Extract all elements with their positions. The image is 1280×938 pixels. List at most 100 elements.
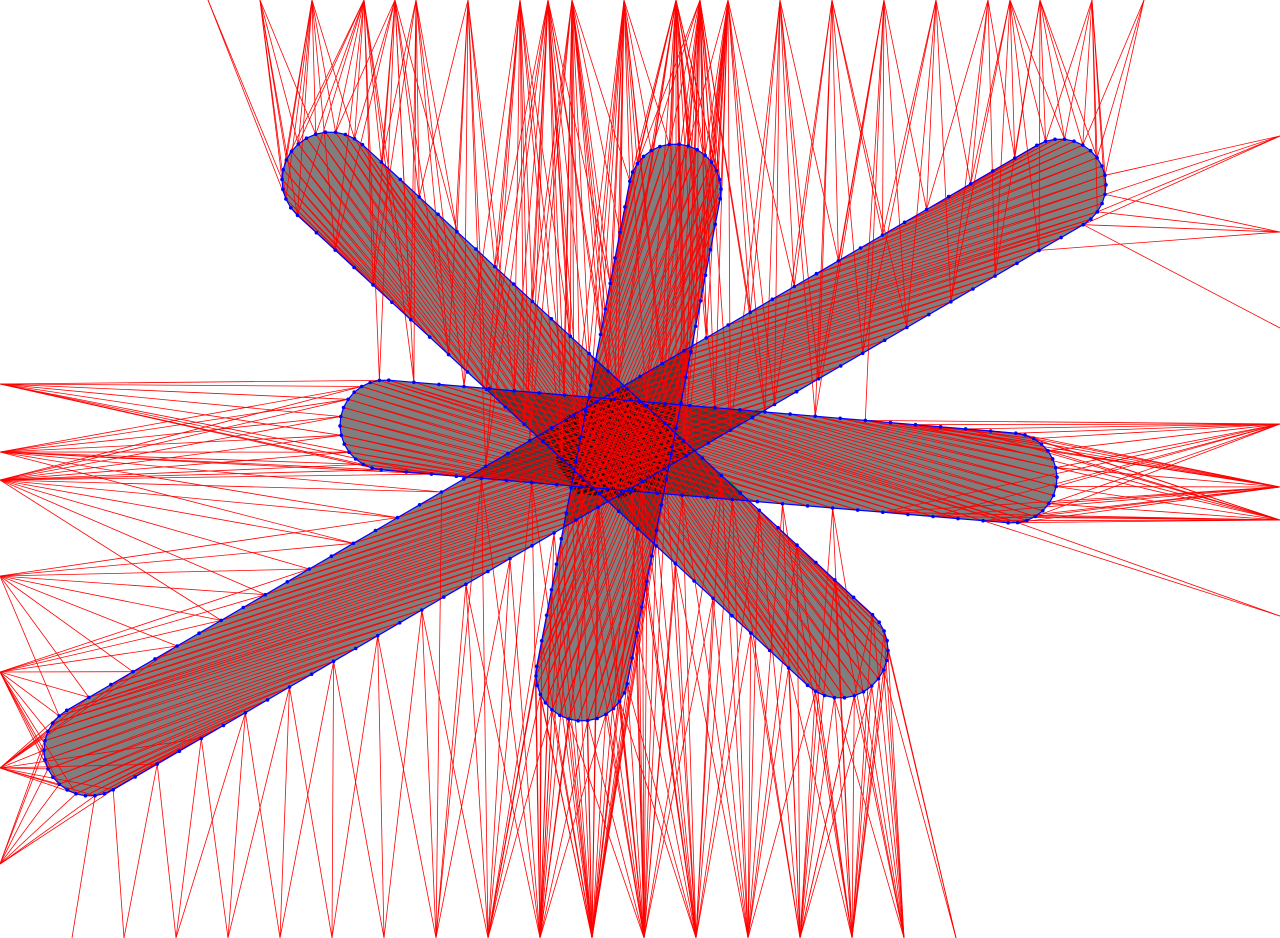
mesh-edge xyxy=(1047,450,1280,488)
mesh-edge xyxy=(1096,0,1145,158)
mesh-edge xyxy=(747,633,752,938)
interior-edge xyxy=(52,596,444,724)
boundary-vertex xyxy=(814,560,818,565)
mesh-edge xyxy=(1033,423,1280,439)
interior-edge xyxy=(739,409,1050,505)
interior-edge xyxy=(281,179,412,320)
boundary-vertex xyxy=(511,282,516,286)
mesh-edge xyxy=(0,383,432,475)
boundary-vertex xyxy=(304,136,309,140)
mesh-edge xyxy=(467,0,487,390)
mesh-edge xyxy=(636,0,701,164)
boundary-vertex xyxy=(625,681,629,686)
boundary-vertex xyxy=(353,646,358,651)
mesh-edge xyxy=(363,0,415,383)
mesh-edge xyxy=(0,750,45,865)
boundary-vertex xyxy=(738,491,743,495)
mesh-edge xyxy=(983,519,1280,522)
interior-edge xyxy=(585,144,680,412)
boundary-vertex xyxy=(858,246,863,250)
mesh-edge xyxy=(699,0,706,276)
mesh-edge xyxy=(699,0,716,408)
mesh-edge xyxy=(915,423,1280,426)
boundary-vertex xyxy=(706,441,711,445)
boundary-vertex xyxy=(550,426,554,430)
boundary-vertex xyxy=(50,721,55,725)
boundary-vertex xyxy=(728,428,733,433)
mesh-edge xyxy=(410,0,417,320)
boundary-vertex xyxy=(749,631,753,635)
mesh-edge xyxy=(714,0,729,225)
boundary-vertex xyxy=(359,384,364,389)
mesh-edge xyxy=(0,386,362,453)
boundary-vertex xyxy=(1103,173,1107,178)
boundary-vertex xyxy=(572,413,576,417)
boundary-vertex xyxy=(679,401,683,405)
boundary-vertex xyxy=(529,480,534,485)
mesh-edge xyxy=(675,0,687,378)
mesh-edge xyxy=(539,538,562,938)
mesh-edge xyxy=(1035,423,1280,517)
mesh-edge xyxy=(1082,0,1145,146)
mesh-edge xyxy=(1091,0,1106,195)
mesh-edge xyxy=(259,0,283,180)
interior-edge xyxy=(154,519,577,660)
boundary-vertex xyxy=(569,485,573,490)
boundary-vertex xyxy=(902,220,907,225)
interior-edge xyxy=(529,314,929,441)
boundary-vertex xyxy=(860,351,865,356)
boundary-vertex xyxy=(87,695,91,700)
boundary-vertex xyxy=(623,205,627,209)
boundary-vertex xyxy=(1035,143,1039,148)
mesh-edge xyxy=(1017,486,1280,523)
boundary-vertex xyxy=(863,418,868,423)
mesh-edge xyxy=(334,0,396,251)
boundary-vertex xyxy=(412,380,416,385)
mesh-edge xyxy=(675,0,701,429)
boundary-vertex xyxy=(1043,139,1048,144)
boundary-vertex xyxy=(564,511,568,515)
interior-edge xyxy=(514,390,934,517)
boundary-vertex xyxy=(885,658,889,663)
boundary-vertex xyxy=(442,595,446,599)
interior-edge xyxy=(664,403,1036,517)
boundary-vertex xyxy=(870,612,875,617)
interior-edge xyxy=(639,237,1062,377)
boundary-vertex xyxy=(1053,137,1057,142)
mesh-edge xyxy=(758,510,801,938)
boundary-vertex xyxy=(102,791,107,796)
boundary-vertex xyxy=(612,397,617,402)
interior-edge xyxy=(361,386,733,500)
mesh-edge xyxy=(0,383,349,400)
boundary-vertex xyxy=(42,748,46,752)
interior-edge xyxy=(639,250,1040,377)
boundary-vertex xyxy=(968,182,973,186)
interior-edge xyxy=(540,351,692,695)
boundary-vertex xyxy=(65,708,69,713)
interior-edge xyxy=(413,381,833,509)
boundary-vertex xyxy=(1031,436,1036,441)
boundary-vertex xyxy=(420,608,424,612)
boundary-vertex xyxy=(1047,501,1051,506)
mesh-edge xyxy=(643,495,683,938)
interior-edge xyxy=(904,144,1083,223)
boundary-vertex xyxy=(550,708,554,712)
mesh-edge xyxy=(569,0,573,337)
interior-edge xyxy=(860,150,1091,249)
boundary-vertex xyxy=(708,247,713,252)
boundary-vertex xyxy=(579,474,583,479)
mesh-edge xyxy=(0,793,77,865)
mesh-edge xyxy=(547,0,601,335)
mesh-edge xyxy=(926,0,989,210)
mesh-edge xyxy=(311,0,317,135)
boundary-vertex xyxy=(1054,484,1058,489)
boundary-vertex xyxy=(352,136,357,141)
mesh-edge xyxy=(0,645,178,673)
mesh-edge xyxy=(882,486,1280,513)
boundary-vertex xyxy=(593,358,598,362)
mesh-edge xyxy=(331,635,379,938)
boundary-vertex xyxy=(417,195,422,199)
interior-edge xyxy=(437,214,676,564)
mesh-edge xyxy=(623,0,666,404)
boundary-vertex xyxy=(630,489,634,493)
